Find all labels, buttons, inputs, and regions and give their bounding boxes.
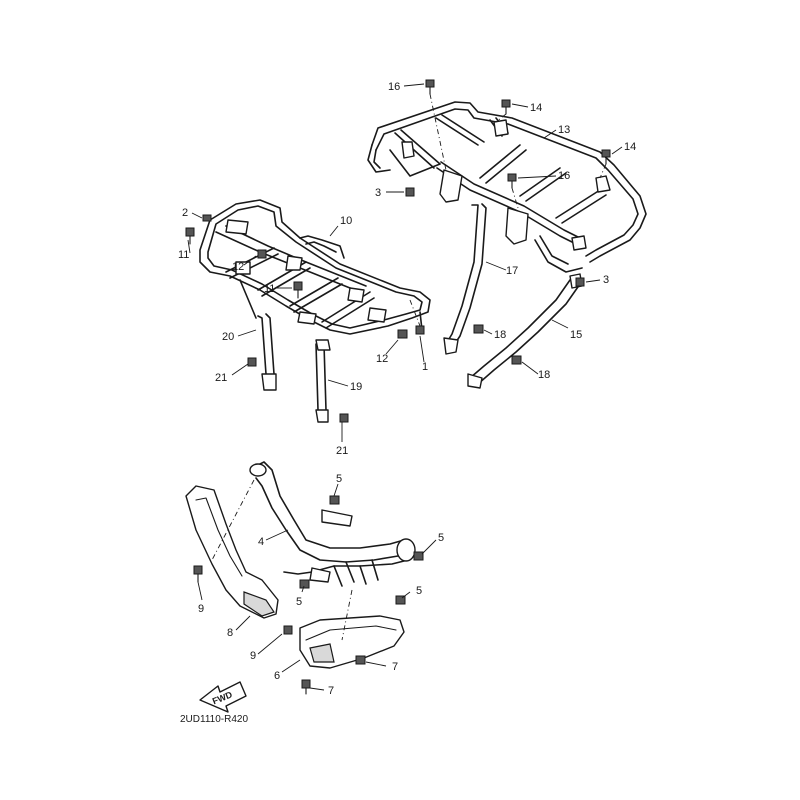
callout-2: 2 [182, 207, 188, 219]
bolt-14a [501, 99, 511, 115]
callout-17: 17 [506, 265, 518, 277]
callout-12: 12 [376, 353, 388, 365]
bolt-11a [185, 227, 195, 245]
bolt-7b [301, 679, 311, 695]
front-carrier [199, 199, 431, 335]
bolt-3a [405, 187, 415, 197]
bolt-16a [425, 79, 435, 95]
bolt-21b [339, 413, 349, 423]
callout-9: 9 [250, 650, 256, 662]
bolt-5a [329, 495, 340, 505]
callout-10: 10 [340, 215, 352, 227]
callout-4: 4 [258, 536, 264, 548]
callout-7: 7 [392, 661, 398, 673]
callout-15: 15 [570, 329, 582, 341]
bolt-12a [257, 249, 267, 259]
bolt-18a [473, 324, 484, 334]
callout-5: 5 [296, 596, 302, 608]
callout-3: 3 [603, 274, 609, 286]
assembly-lines [211, 93, 607, 641]
rear-carrier [367, 101, 647, 273]
callout-13: 13 [558, 124, 570, 136]
front-panel-6 [299, 615, 405, 669]
leader-lines [187, 83, 623, 691]
bolt-3b [575, 277, 585, 287]
rear-stay-17 [443, 203, 487, 355]
fwd-arrow: FWD [199, 681, 247, 713]
callout-3: 3 [375, 187, 381, 199]
callout-21: 21 [215, 372, 227, 384]
callout-6: 6 [274, 670, 280, 682]
bolt-11b [293, 281, 303, 299]
callout-1: 1 [422, 361, 428, 373]
callout-18: 18 [538, 369, 550, 381]
callout-8: 8 [227, 627, 233, 639]
bolt-12b [397, 329, 408, 339]
callout-14: 14 [624, 141, 636, 153]
callout-14: 14 [530, 102, 542, 114]
bolt-16b [507, 173, 517, 189]
front-stay-20 [239, 279, 277, 391]
callout-20: 20 [222, 331, 234, 343]
callout-7: 7 [328, 685, 334, 697]
bolt-18b [511, 355, 522, 365]
callout-5: 5 [438, 532, 444, 544]
callout-numbers: 16 14 13 14 16 3 3 17 15 18 18 2 11 10 1… [178, 81, 636, 697]
bolt-7a [355, 655, 366, 665]
drawing-code: 2UD1110-R420 [180, 714, 248, 725]
bolt-2 [202, 214, 212, 222]
callout-11: 11 [178, 249, 189, 261]
callout-5: 5 [336, 473, 342, 485]
callout-18: 18 [494, 329, 506, 341]
bolts [185, 79, 611, 695]
front-stay-19 [315, 339, 331, 423]
callout-12: 12 [232, 261, 244, 273]
bolt-9a [193, 565, 203, 583]
callout-11: 11 [264, 283, 275, 295]
callout-19: 19 [350, 381, 362, 393]
bolt-5c [299, 579, 310, 589]
bolt-14b [601, 149, 611, 165]
bolt-5d [395, 595, 406, 605]
callout-9: 9 [198, 603, 204, 615]
front-guard [249, 461, 416, 587]
callout-16: 16 [558, 170, 570, 182]
callout-21: 21 [336, 445, 348, 457]
bolt-1 [415, 325, 425, 335]
callout-16: 16 [388, 81, 400, 93]
callout-5: 5 [416, 585, 422, 597]
bolt-21a [247, 357, 257, 367]
side-guard-8 [185, 485, 279, 619]
bolt-9b [283, 625, 293, 635]
bolt-5b [413, 551, 424, 561]
